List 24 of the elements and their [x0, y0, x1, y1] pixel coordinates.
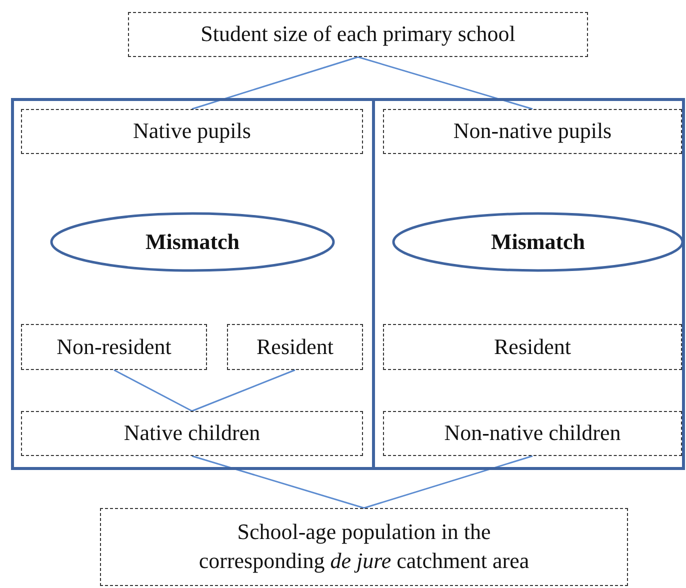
dashed-box [21, 411, 363, 456]
dashed-box [383, 411, 682, 456]
node-label: Mismatch [490, 228, 586, 256]
panel-frame [372, 98, 685, 470]
dashed-box [128, 12, 588, 57]
dashed-box [383, 324, 682, 370]
dashed-box [21, 324, 207, 370]
node-label: Native pupils [133, 117, 251, 146]
node-label: Non-native children [444, 419, 621, 448]
panel-frame [11, 98, 375, 470]
node-label: Non-resident [56, 332, 172, 361]
dashed-box [21, 109, 363, 154]
node-label: Resident [256, 332, 334, 361]
node-label: Native children [124, 419, 260, 448]
node-label: School-age population in the corresponding de jure catchment area [198, 518, 530, 575]
connector-line [114, 369, 192, 412]
node-label: Student size of each primary school [200, 20, 516, 48]
node-label: Mismatch [145, 228, 240, 256]
dashed-box [383, 109, 682, 154]
connector-line [192, 369, 296, 412]
dashed-box [100, 508, 628, 586]
node-label: Non-native pupils [453, 117, 612, 146]
dashed-box [227, 324, 363, 370]
node-label: Resident [494, 332, 571, 361]
